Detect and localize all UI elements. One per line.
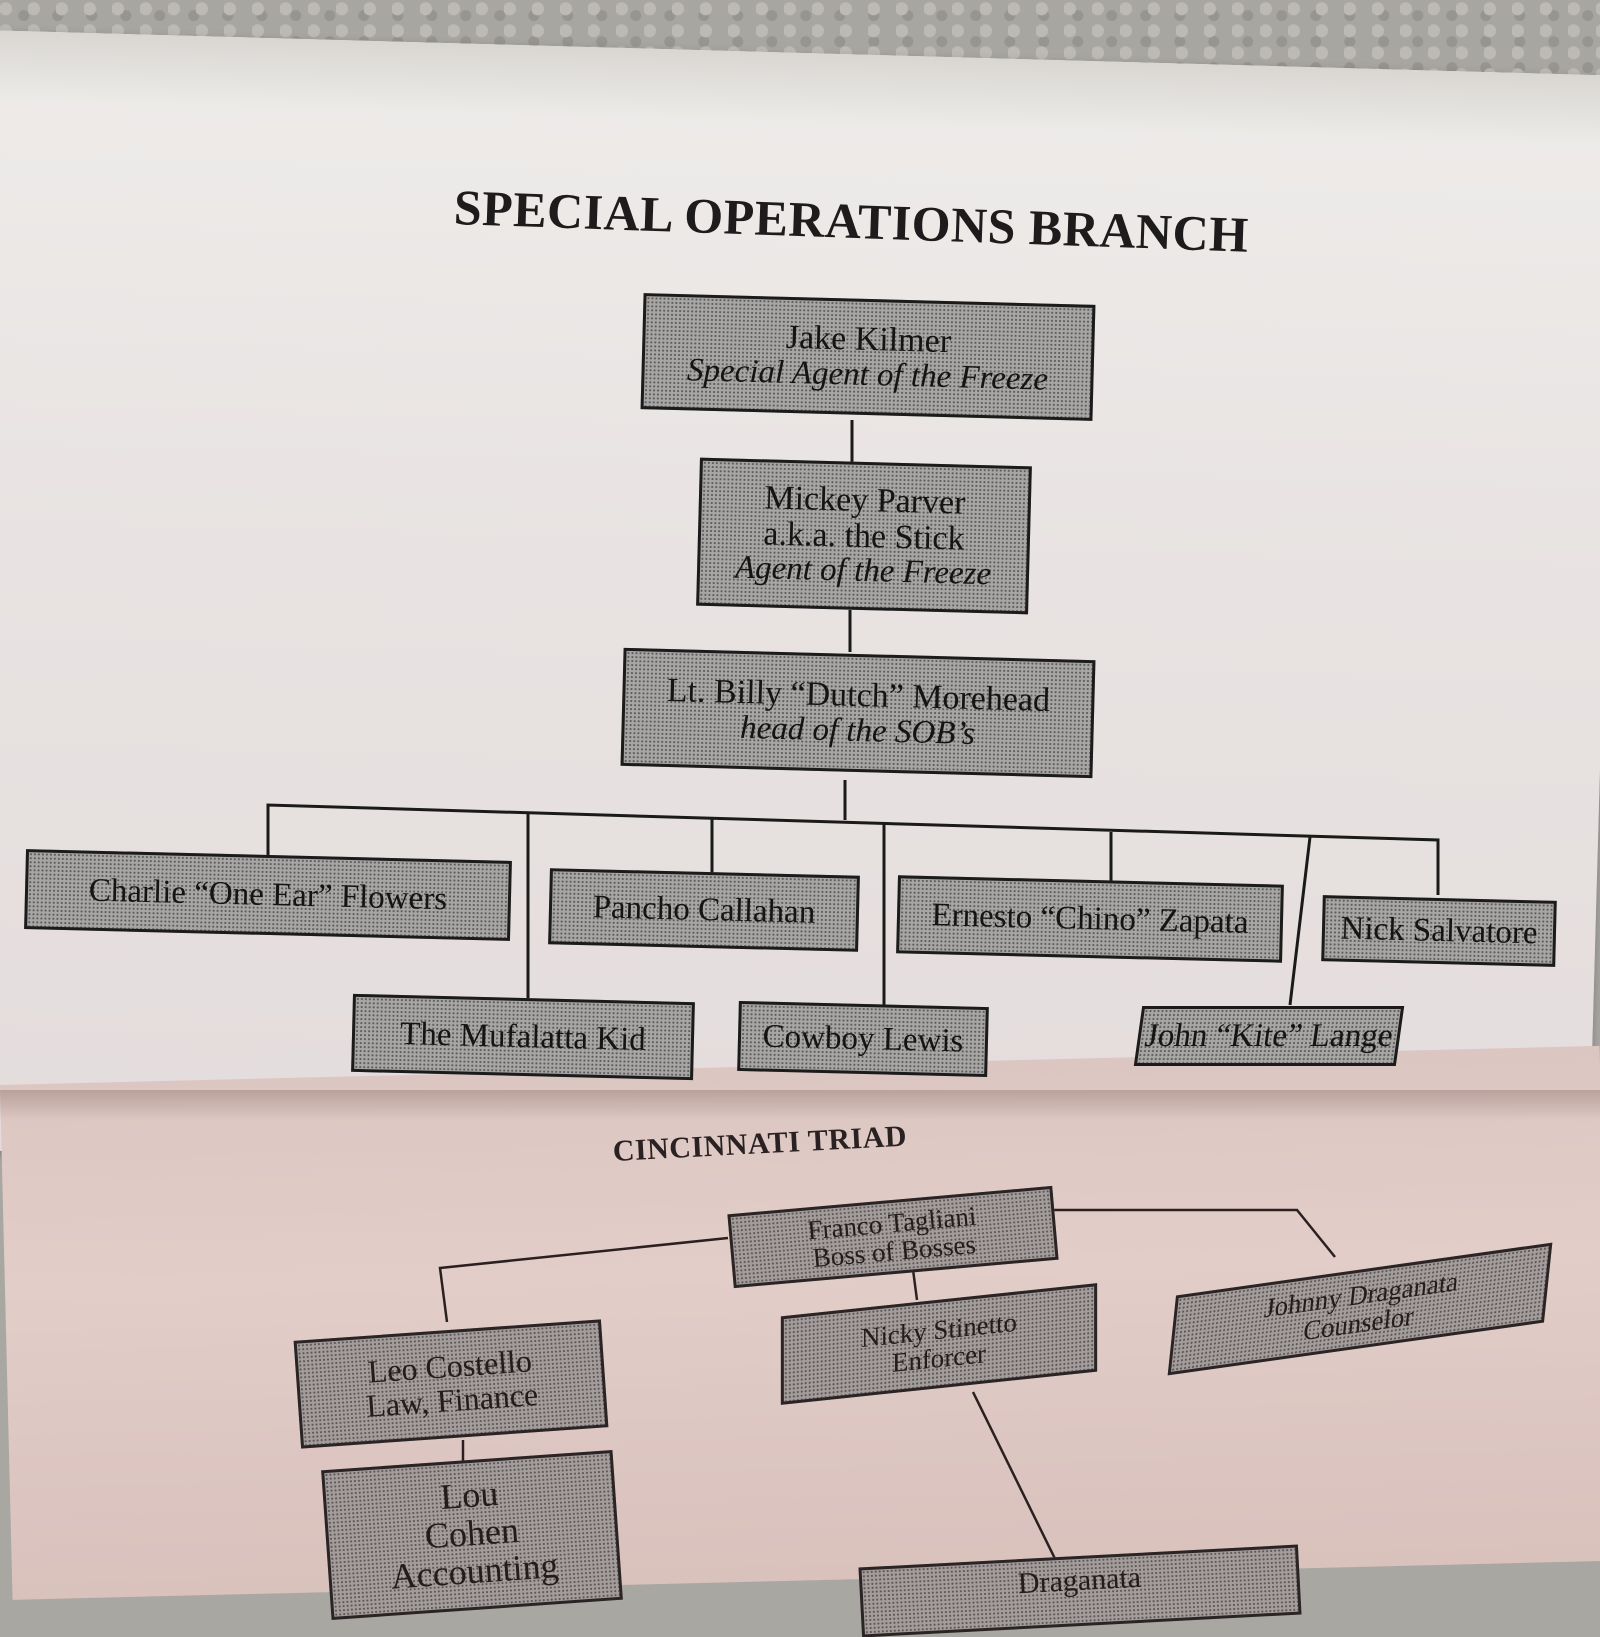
node-john-lange: John “Kite” Lange	[1134, 1006, 1404, 1066]
node-ernesto-zapata: Ernesto “Chino” Zapata	[896, 875, 1284, 962]
node-name: Nick Salvatore	[1340, 911, 1538, 950]
node-name: Ernesto “Chino” Zapata	[931, 898, 1249, 940]
node-pancho-callahan: Pancho Callahan	[548, 868, 860, 952]
node-role: head of the SOB’s	[740, 710, 976, 751]
node-name: Lt. Billy “Dutch” Morehead	[666, 673, 1050, 719]
node-name: John “Kite” Lange	[1143, 1019, 1395, 1054]
node-role: Agent of the Freeze	[735, 551, 992, 592]
node-billy-morehead: Lt. Billy “Dutch” Morehead head of the S…	[621, 648, 1096, 778]
node-charlie-flowers: Charlie “One Ear” Flowers	[24, 849, 512, 941]
node-name: Charlie “One Ear” Flowers	[88, 873, 447, 916]
node-leo-costello: Leo Costello Law, Finance	[294, 1319, 609, 1448]
node-name: Cowboy Lewis	[762, 1019, 964, 1059]
node-role: Special Agent of the Freeze	[687, 353, 1049, 397]
node-name: Draganata	[1017, 1562, 1142, 1600]
node-mickey-parver: Mickey Parver a.k.a. the Stick Agent of …	[696, 458, 1032, 615]
node-name: Mickey Parver	[764, 480, 966, 521]
node-mufalatta-kid: The Mufalatta Kid	[351, 994, 695, 1080]
node-jake-kilmer: Jake Kilmer Special Agent of the Freeze	[641, 293, 1096, 421]
node-nick-salvatore: Nick Salvatore	[1321, 895, 1557, 967]
node-name: Pancho Callahan	[592, 890, 815, 930]
node-cowboy-lewis: Cowboy Lewis	[737, 1001, 989, 1077]
node-role: Accounting	[389, 1547, 559, 1596]
node-name: Jake Kilmer	[785, 320, 951, 360]
node-name: The Mufalatta Kid	[400, 1017, 646, 1058]
node-lou-cohen: Lou Cohen Accounting	[321, 1450, 623, 1620]
